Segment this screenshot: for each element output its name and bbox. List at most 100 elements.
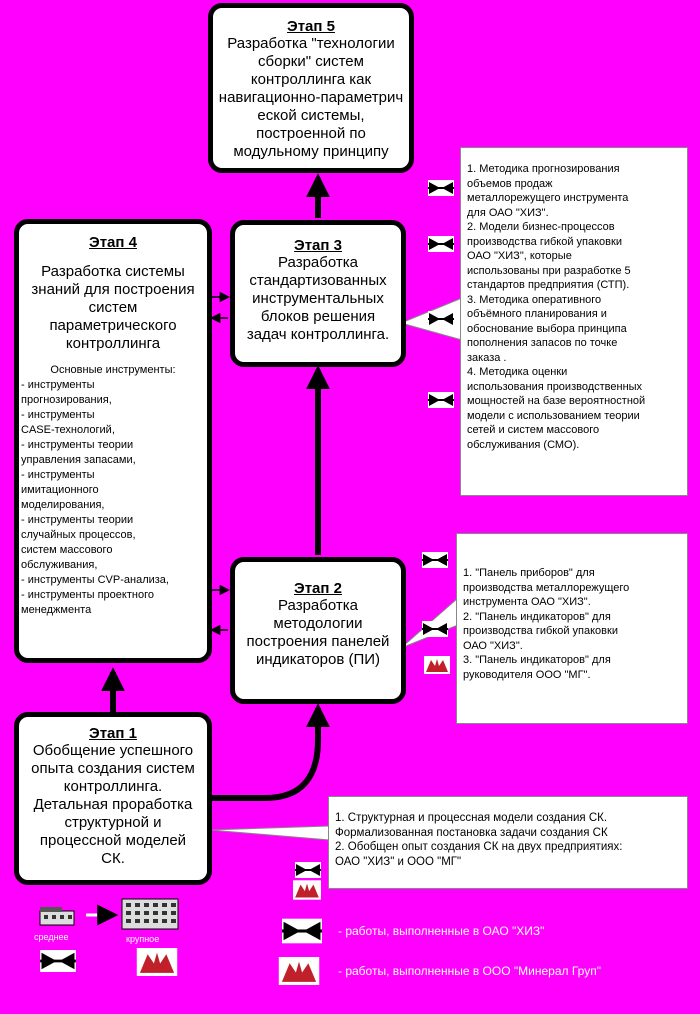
tool-line: - инструменты теории [21,439,134,451]
tool-line: - инструменты CVP-анализа, [21,574,169,586]
stage4-line: знаний для построения [31,281,195,298]
stage3-line: блоков решения [260,308,376,325]
note2-line: 2. "Панель индикаторов" для [463,610,611,623]
tool-line: обслуживания, [21,559,98,571]
note3-line: для ОАО "ХИЗ". [467,206,549,219]
stage1-line: СК. [101,850,125,867]
note3-line: ОАО "ХИЗ", которые [467,250,572,262]
note3-line: заказа . [467,351,507,364]
tool-line: - инструменты проектного [21,589,154,601]
note1-line: 1. Структурная и процессная модели созда… [335,812,608,824]
stage5-line: еской системы, [257,107,365,124]
hiz-logo-icon [40,950,76,972]
callout-pointer-note1 [209,825,331,841]
stage5-box: Этап 5 Разработка "технологии сборки" си… [208,3,414,173]
note3-line: 2. Модели бизнес-процессов [467,221,615,233]
tool-line: - инструменты [21,409,95,421]
stage2-title: Этап 2 [294,580,342,597]
stage3-results-note: 1. Методика прогнозирования объемов прод… [460,147,688,496]
stage5-line: Разработка "технологии [227,35,395,52]
note3-line: металлорежущего инструмента [467,192,629,204]
stage2-line: построения панелей [246,633,390,650]
note3-line: обслуживания (СМО). [467,438,580,451]
mg-logo-icon [278,957,320,985]
hiz-logo-icon [428,392,454,408]
note1-line: 2. Обобщен опыт создания СК на двух пред… [335,841,623,853]
stage1-line: контроллинга. [63,778,163,795]
tool-line: управления запасами, [21,454,136,466]
stage5-line: построенной по [256,125,366,142]
arrow-stage1-to-stage2 [210,703,330,801]
note2-line: руководителя ООО "МГ". [463,668,591,681]
note2-line: 1. "Панель приборов" для [463,567,595,579]
note2-line: инструмента ОАО "ХИЗ". [463,596,591,608]
stage3-line: задач контроллинга. [246,326,390,343]
note3-line: объемов продаж [467,177,553,190]
note3-line: 1. Методика прогнозирования [467,163,620,175]
stage3-line: инструментальных [252,290,384,307]
legend-medium-label: среднее [34,932,69,942]
note3-line: мощностей на базе вероятностной [467,395,646,407]
stage5-title: Этап 5 [287,18,335,35]
stage1-title: Этап 1 [89,725,137,742]
note2-line: ОАО "ХИЗ". [463,639,523,652]
mg-logo-icon [424,656,450,674]
note2-line: производства металлорежущего [463,581,630,594]
tool-line: прогнозирования, [21,394,112,406]
note3-line: использования производственных [467,380,643,393]
tool-line: систем массового [21,544,113,556]
tool-line: - инструменты [21,469,95,481]
mg-logo-icon [136,948,178,976]
note3-line: обоснование выбора принципа [467,322,627,335]
large-company-building-icon [121,898,179,930]
stage4-title: Этап 4 [89,234,137,251]
hiz-logo-icon [428,180,454,196]
hiz-logo-icon [422,552,448,568]
note2-line: производства гибкой упаковки [463,625,618,637]
note3-line: производства гибкой упаковки [467,235,622,248]
note3-line: 3. Методика оперативного [467,293,602,306]
stage2-line: Разработка [278,597,358,614]
stage1-results-note: 1. Структурная и процессная модели созда… [328,796,688,889]
stage5-line: контроллинга как [250,71,372,88]
hiz-logo-icon [282,918,322,944]
note2-line: 3. "Панель индикаторов" для [463,654,611,666]
note3-line: пополнения запасов по точке [467,337,618,349]
note3-line: модели с использованием теории [467,409,640,422]
tool-line: случайных процессов, [21,529,136,541]
hiz-logo-icon [295,862,321,878]
stage2-line: методологии [273,615,363,632]
hiz-logo-icon [422,621,448,637]
stage3-line: стандартизованных [249,272,387,289]
stage4-tools-list: Основные инструменты: - инструменты прог… [19,363,207,618]
legend-mg-text: - работы, выполненные в ООО "Минерал Гру… [338,964,601,978]
stage5-line: навигационно-параметрич [218,89,404,106]
stage4-line: систем [88,299,138,316]
stage3-title: Этап 3 [294,237,342,254]
stage1-box: Этап 1 Обобщение успешного опыта создани… [14,712,212,885]
stage2-line: индикаторов (ПИ) [255,651,381,668]
stage1-line: опыта создания систем [31,760,195,777]
note3-line: стандартов предприятия (СТП). [467,279,630,291]
medium-company-building-icon [39,907,75,926]
tool-line: - инструменты теории [21,514,134,526]
mg-logo-icon [293,880,321,900]
tool-line: моделирования, [21,499,105,511]
note3-line: сетей и систем массового [467,424,600,436]
tool-line: - инструменты [21,379,95,391]
stage3-box: Этап 3 Разработка стандартизованных инст… [230,220,406,367]
stage2-results-note: 1. "Панель приборов" для производства ме… [456,533,688,724]
stage1-line: Обобщение успешного [32,742,194,759]
stage5-line: модульному принципу [233,143,389,160]
stage1-line: Детальная проработка [33,796,193,813]
note3-line: объёмного планирования и [467,308,607,320]
tool-line: менеджмента [21,604,92,616]
stage4-box: Этап 4 Разработка системы знаний для пос… [14,219,212,663]
note1-line: Формализованная постановка задачи создан… [335,826,608,839]
stage4-line: контроллинга [65,335,161,352]
hiz-logo-icon [428,311,454,327]
stage2-box: Этап 2 Разработка методологии построения… [230,557,406,704]
hiz-logo-icon [428,236,454,252]
stage4-line: Разработка системы [41,263,185,280]
stage4-line: параметрического [49,317,177,334]
